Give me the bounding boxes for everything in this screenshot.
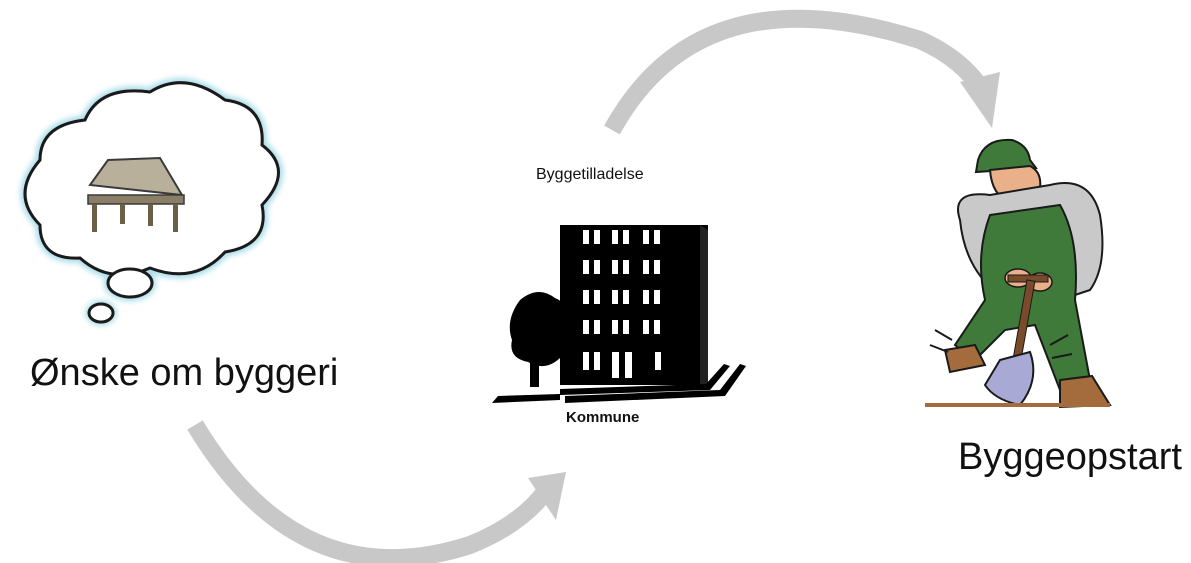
thought-cloud-icon [20, 78, 283, 326]
building-icon [492, 225, 746, 403]
wish-label: Ønske om byggeri [30, 352, 339, 394]
pavilion-sign-icon [87, 156, 185, 232]
kommune-label: Kommune [566, 409, 640, 426]
tree-icon [509, 291, 571, 387]
digging-worker-icon [925, 138, 1112, 409]
start-label: Byggeopstart [958, 436, 1182, 478]
bottom-arrow [187, 420, 566, 563]
permit-label: Byggetilladelse [536, 166, 644, 183]
top-arrow [604, 9, 1000, 135]
